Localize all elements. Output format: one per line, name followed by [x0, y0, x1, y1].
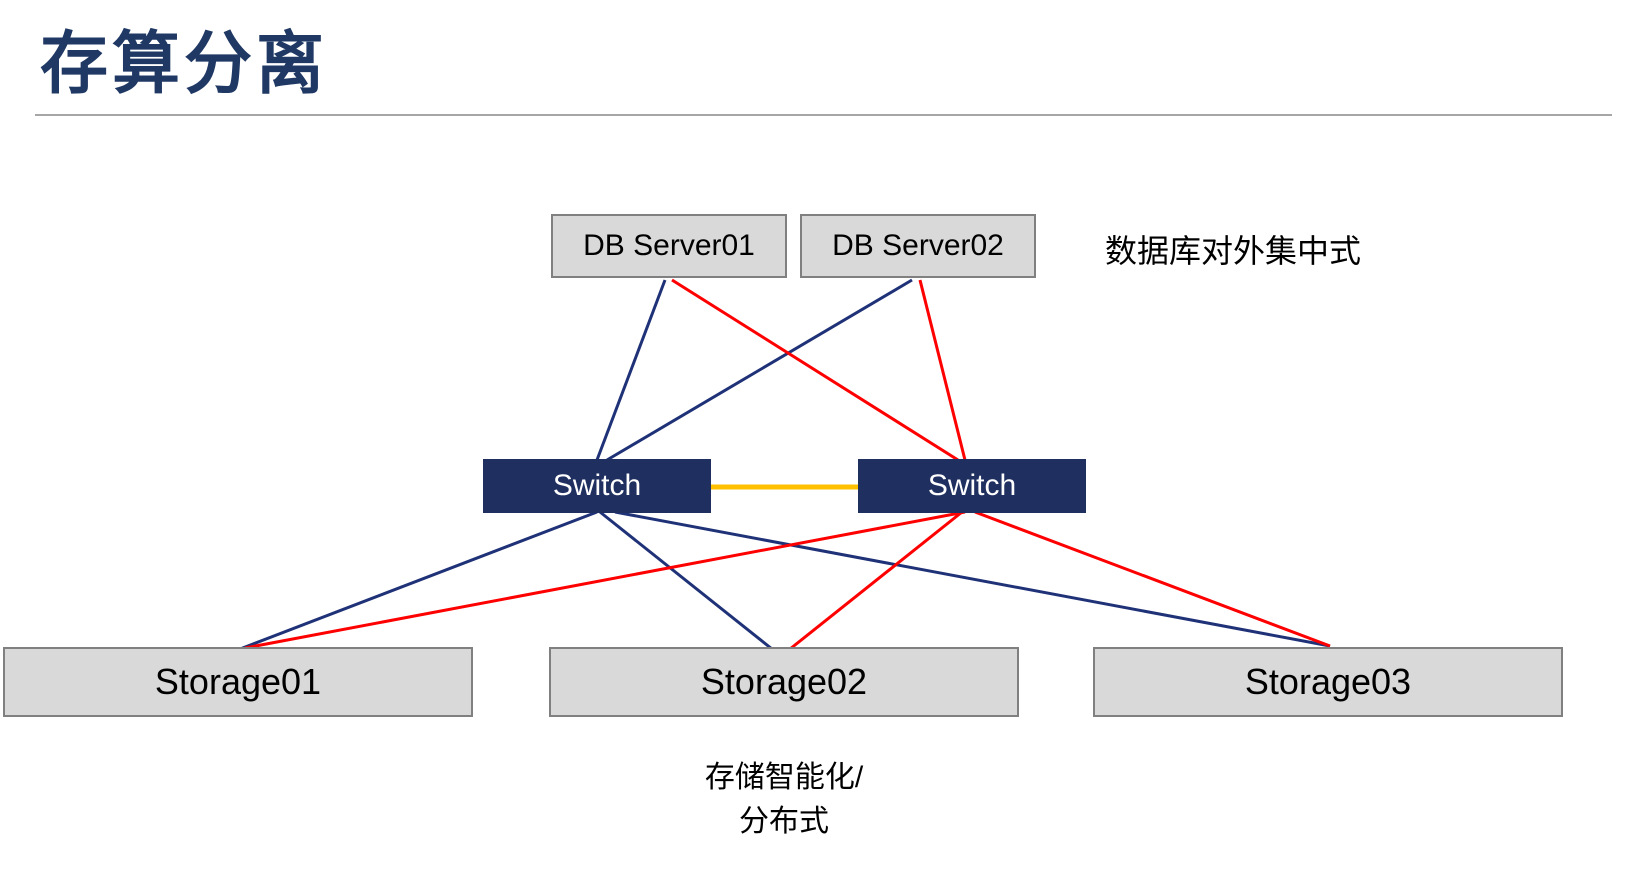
annotation-db-centralized: 数据库对外集中式	[1105, 233, 1362, 269]
edge-switch-right-storage01	[244, 510, 966, 650]
page-title: 存算分离	[40, 26, 329, 102]
node-db-server02: DB Server02	[800, 214, 1036, 278]
annotation-storage-line2: 分布式	[739, 805, 829, 838]
node-switch-left: Switch	[483, 459, 711, 513]
node-db-server01-label: DB Server01	[583, 229, 755, 262]
node-storage01: Storage01	[3, 647, 473, 717]
node-switch-right: Switch	[858, 459, 1086, 513]
node-storage03-label: Storage03	[1244, 661, 1412, 702]
node-storage02-label: Storage02	[700, 661, 868, 702]
node-db-server02-label: DB Server02	[832, 229, 1004, 262]
edge-dbserver02-switch-right	[918, 279, 967, 461]
edge-switch-left-storage02	[599, 510, 773, 651]
edge-switch-left-storage03	[614, 510, 1331, 648]
title-divider	[35, 114, 1612, 116]
node-switch-right-label: Switch	[927, 469, 1017, 502]
node-storage03: Storage03	[1093, 647, 1563, 717]
edge-switch-right-storage02	[789, 510, 963, 651]
edge-switch-right-storage03	[974, 510, 1331, 648]
node-switch-left-label: Switch	[552, 469, 642, 502]
node-db-server01: DB Server01	[551, 214, 787, 278]
node-storage02: Storage02	[549, 647, 1019, 717]
edge-dbserver01-switch-right	[671, 278, 959, 462]
annotation-storage-distributed: 存储智能化/ 分布式	[549, 756, 1019, 844]
node-storage01-label: Storage01	[154, 661, 322, 702]
annotation-storage-line1: 存储智能化/	[704, 761, 864, 794]
edge-dbserver02-switch-left	[606, 278, 913, 462]
edge-switch-left-storage01	[239, 510, 598, 651]
edge-dbserver01-switch-left	[595, 279, 667, 461]
